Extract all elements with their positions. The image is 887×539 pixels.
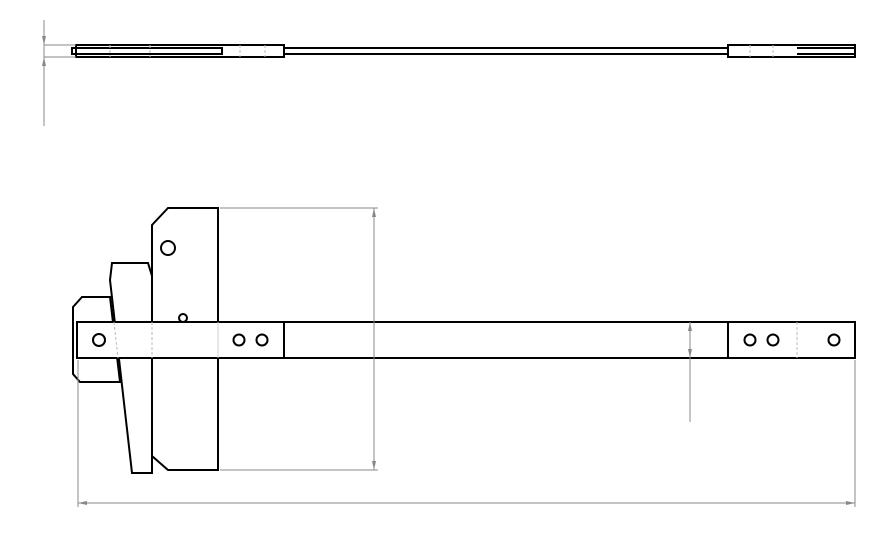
front-view — [72, 207, 856, 474]
blade-bar — [76, 321, 856, 359]
bar-hole — [743, 333, 757, 347]
bar-width-dimension — [688, 322, 692, 422]
bar-hole — [92, 333, 106, 347]
bar-hole — [827, 333, 841, 347]
top-view-thickness-dimension — [42, 20, 76, 126]
overall-length-dimension — [77, 360, 856, 507]
hidden-line — [113, 321, 119, 359]
bar-hole — [766, 333, 780, 347]
top-view-right-block — [727, 44, 856, 58]
head-plate-small-hole — [178, 313, 188, 323]
bar-hole — [232, 333, 246, 347]
tapered-jaw — [108, 262, 153, 474]
top-view-inner-strip — [71, 47, 223, 55]
bar-hole — [255, 333, 269, 347]
top-view — [42, 20, 856, 126]
head-plate — [151, 207, 219, 471]
height-dimension — [220, 207, 378, 471]
top-view-left-block — [75, 44, 285, 58]
head-plate-hole — [160, 240, 176, 256]
left-clamp-block — [72, 296, 122, 383]
